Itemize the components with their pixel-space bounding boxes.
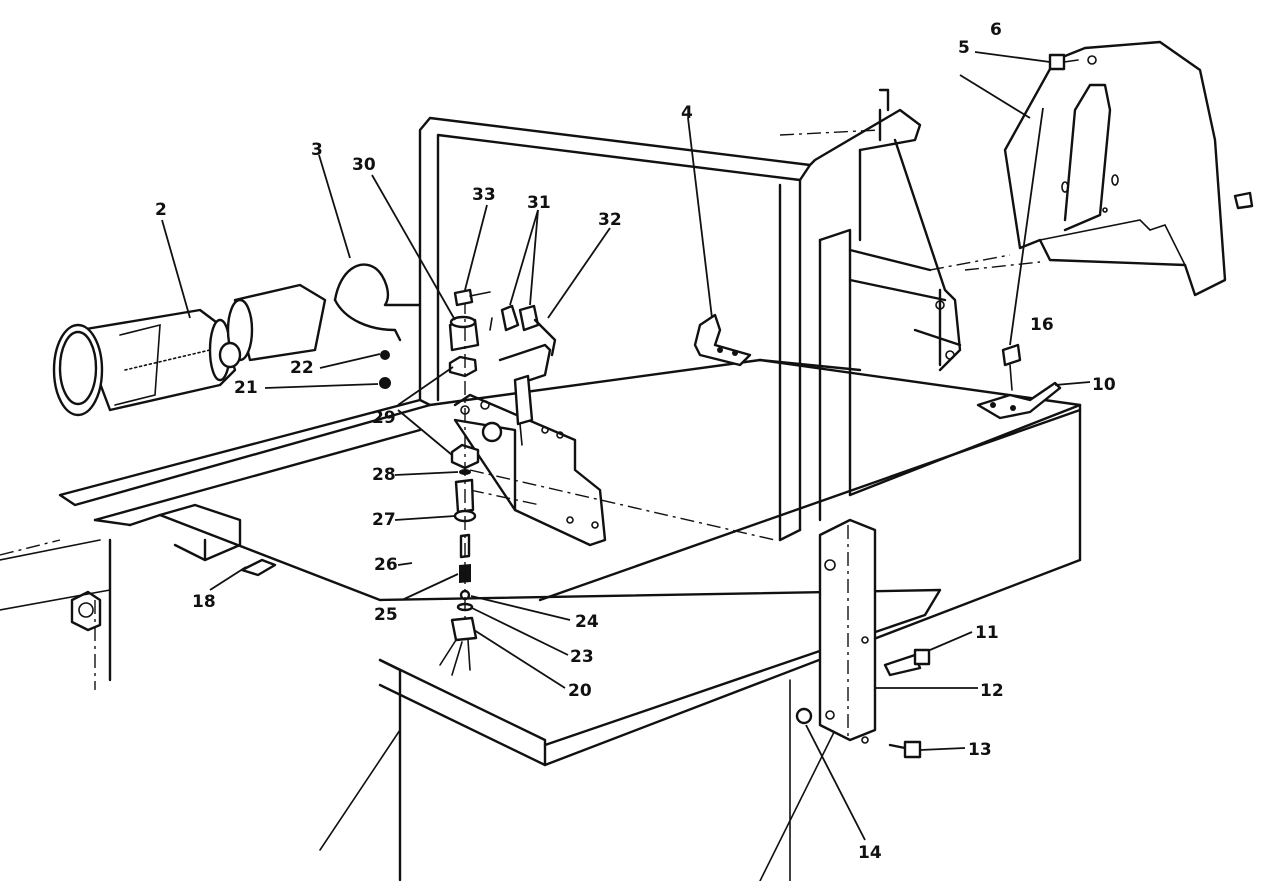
frame-body xyxy=(0,88,1082,881)
valve-stack xyxy=(439,288,557,676)
callout-24: 24 xyxy=(575,612,599,632)
callout-26: 26 xyxy=(374,555,398,575)
callout-18: 18 xyxy=(192,592,216,612)
leader-lines xyxy=(161,51,1091,841)
callout-31: 31 xyxy=(527,193,551,213)
callout-12: 12 xyxy=(980,681,1004,701)
callout-25: 25 xyxy=(374,605,398,625)
callout-13: 13 xyxy=(968,740,992,760)
pipe-part-3 xyxy=(218,283,327,369)
callout-3: 3 xyxy=(311,140,323,160)
callout-11: 11 xyxy=(975,623,999,643)
callout-5: 5 xyxy=(958,38,970,58)
callout-labels: 2 3 30 33 31 32 4 6 5 16 10 22 21 29 28 … xyxy=(155,20,1116,863)
bracket-part-10 xyxy=(976,343,1062,420)
callout-22: 22 xyxy=(290,358,314,378)
callout-27: 27 xyxy=(372,510,396,530)
callout-23: 23 xyxy=(570,647,594,667)
callout-6: 6 xyxy=(990,20,1002,40)
callout-2: 2 xyxy=(155,200,167,220)
callout-29: 29 xyxy=(372,408,396,428)
callout-21: 21 xyxy=(234,378,258,398)
callout-33: 33 xyxy=(472,185,496,205)
callout-30: 30 xyxy=(352,155,376,175)
callout-14: 14 xyxy=(858,843,882,863)
callout-32: 32 xyxy=(598,210,622,230)
shroud-part-5 xyxy=(964,40,1254,297)
callout-4: 4 xyxy=(681,103,693,123)
callout-20: 20 xyxy=(568,681,592,701)
muffler-part-2 xyxy=(52,308,237,417)
bracket-part-4 xyxy=(693,313,752,367)
side-bracket xyxy=(795,518,931,759)
callout-16: 16 xyxy=(1030,315,1054,335)
clamp-part-22 xyxy=(333,263,422,389)
callout-10: 10 xyxy=(1092,375,1116,395)
tab-part-18 xyxy=(240,558,277,577)
callout-28: 28 xyxy=(372,465,396,485)
